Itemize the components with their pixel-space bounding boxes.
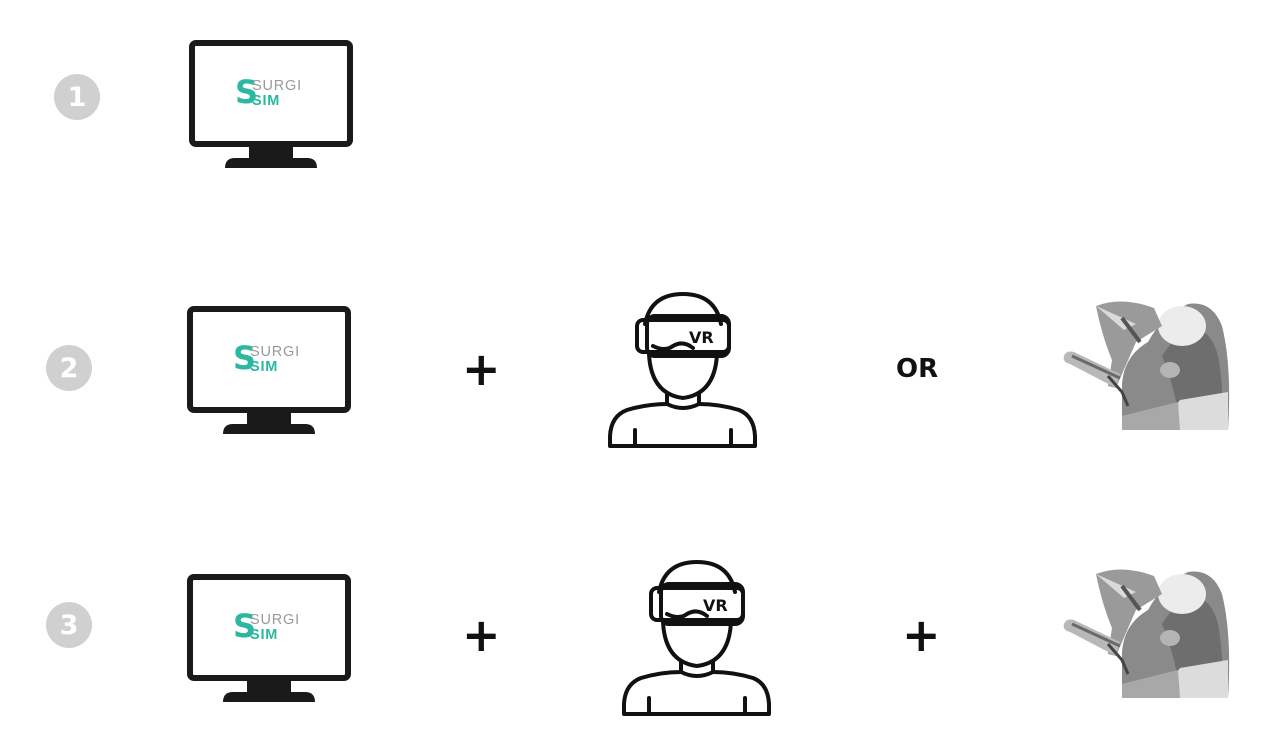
monitor-icon: S SURGI SIM <box>189 40 353 170</box>
haptic-device-image <box>1062 564 1230 713</box>
surgisim-logo: S SURGI SIM <box>235 73 302 111</box>
monitor-icon: S SURGI SIM <box>187 574 351 704</box>
plus-sign: + <box>462 342 501 396</box>
step-badge-2: 2 <box>46 345 92 391</box>
vr-label: VR <box>689 328 714 347</box>
surgisim-logo: S SURGI SIM <box>233 339 300 377</box>
monitor-icon: S SURGI SIM <box>187 306 351 436</box>
haptic-device-image <box>1062 296 1230 445</box>
vr-person-icon: VR <box>621 558 773 723</box>
step-badge-3: 3 <box>46 602 92 648</box>
plus-sign: + <box>902 608 941 662</box>
step-badge-1: 1 <box>54 74 100 120</box>
or-label: OR <box>896 354 939 384</box>
vr-label: VR <box>703 596 728 615</box>
plus-sign: + <box>462 608 501 662</box>
vr-person-icon: VR <box>607 290 759 455</box>
surgisim-logo: S SURGI SIM <box>233 607 300 645</box>
